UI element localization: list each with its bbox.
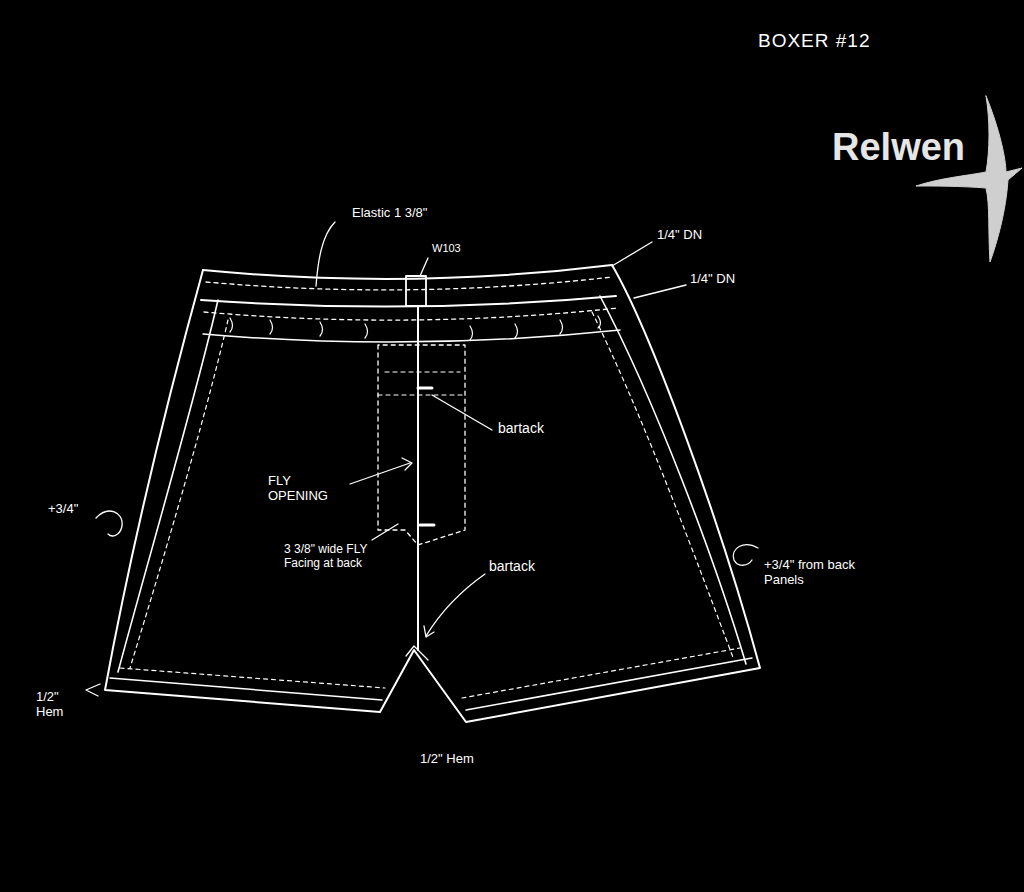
side-seam-stitch — [130, 320, 228, 668]
waist-lower-line — [203, 330, 620, 342]
leader-line — [432, 395, 492, 430]
fly-stitch — [378, 372, 465, 395]
bartack-mark — [418, 388, 434, 525]
dimension-note: +3/4" from back Panels — [764, 558, 884, 588]
leader-line — [86, 684, 100, 696]
leader-line — [316, 222, 335, 286]
fly-facing — [378, 345, 465, 545]
brand-logo: Relwen — [832, 126, 965, 170]
hem-inner — [110, 658, 752, 710]
stitch-note: 1/4" DN — [657, 228, 702, 243]
part-code: W103 — [432, 242, 461, 255]
side-seam — [118, 300, 218, 672]
waist-stitch — [204, 308, 618, 320]
stitch-note: 1/4" DN — [690, 272, 735, 287]
turn-arrow — [96, 511, 122, 536]
dimension-note: +3/4" — [48, 502, 78, 517]
dimension-note: 1/2" Hem — [420, 752, 474, 767]
stitch-note: bartack — [498, 420, 544, 436]
dimension-note: Elastic 1 3/8" — [352, 206, 427, 221]
leader-line — [350, 458, 412, 484]
logo-bird — [916, 96, 1022, 262]
turn-arrow — [733, 545, 758, 565]
dimension-note: 3 3/8" wide FLY Facing at back — [284, 543, 374, 571]
stitch-note: bartack — [489, 558, 535, 574]
label-tab — [406, 276, 426, 306]
leader-line — [424, 574, 485, 637]
waist-bottom — [201, 296, 616, 307]
sheet-title: BOXER #12 — [758, 30, 871, 52]
side-seam-stitch — [592, 312, 734, 660]
leader-line — [612, 242, 652, 266]
fly-center — [417, 306, 419, 650]
leader-line — [420, 258, 428, 276]
body-outline — [105, 265, 760, 722]
waist-stitch — [206, 277, 612, 290]
part-name: FLY OPENING — [268, 474, 350, 504]
leader-line — [634, 285, 686, 298]
side-seam — [600, 296, 746, 664]
dimension-note: 1/2" Hem — [36, 690, 82, 720]
hem-stitch — [120, 648, 740, 698]
crotch-stitch — [406, 646, 428, 660]
leader-line — [372, 524, 398, 540]
